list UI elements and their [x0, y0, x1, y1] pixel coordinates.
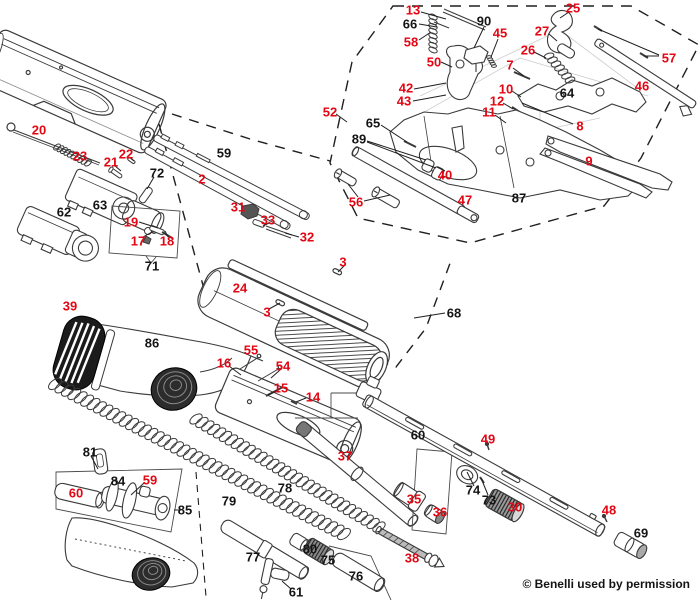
part-39-recoil-pad-art — [52, 315, 116, 391]
receiver-triggergroup-dashed-line — [171, 113, 331, 162]
coil-springs-art — [48, 13, 576, 541]
magazine-cap-inset-art — [54, 448, 171, 521]
part-60-barrel-art — [355, 375, 648, 560]
leader-lines — [90, 11, 660, 590]
part-63-bolt-art — [64, 168, 165, 234]
receiver-assembled-art — [0, 29, 167, 154]
stock-bottom-view-art — [64, 517, 199, 588]
bolt-cam-parts-art — [240, 203, 293, 239]
firing-pin-parts-art — [108, 205, 181, 264]
copyright-text: © Benelli used by permission — [522, 577, 690, 591]
bottom-small-parts-art — [220, 481, 446, 600]
action-bars-art — [144, 133, 310, 230]
lower-dashed-line — [195, 471, 207, 598]
trigger-group-art — [333, 8, 697, 224]
part-24-forend-art — [197, 259, 390, 389]
part-37-magazine-tube-art — [295, 421, 419, 527]
small-pins-art — [108, 157, 153, 204]
part-38-link-art — [375, 525, 445, 568]
part-62-slide-art — [16, 206, 99, 262]
trigger-group-dashed-outline — [329, 5, 700, 244]
part-61-clamp-art — [259, 558, 290, 600]
grip-cap-swirls-art — [131, 367, 198, 591]
